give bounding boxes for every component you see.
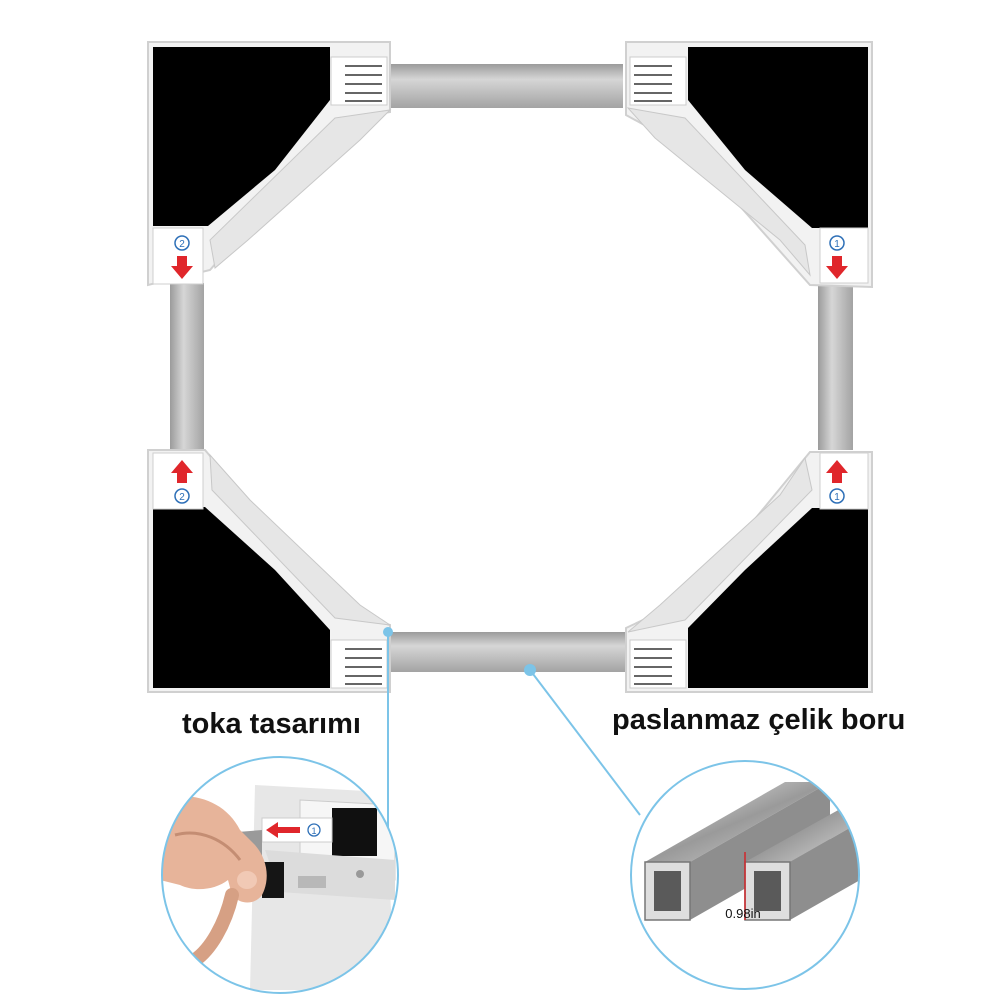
foot-pad-top-right <box>688 47 868 228</box>
pipe-dimension-label: 0.98in <box>725 906 760 921</box>
corner-number-top-left: 2 <box>179 239 185 250</box>
foot-pad-top-left <box>153 47 330 226</box>
warning-label-bottom-right <box>629 639 687 689</box>
stainless-pipe-label: paslanmaz çelik boru <box>612 704 906 736</box>
corner-top-left: 2 <box>147 41 392 287</box>
corner-bottom-right: 1 <box>625 451 873 693</box>
warning-label-top-left <box>330 56 388 106</box>
corner-number-badge <box>174 235 190 251</box>
red-arrow-up-icon <box>171 460 193 483</box>
foot-pad-bottom-right <box>688 508 868 688</box>
red-arrow-up-icon <box>826 460 848 483</box>
zoom-pipe-detail: 0.98in <box>630 760 860 990</box>
corner-number-top-right: 1 <box>834 239 840 250</box>
buckle-design-label: toka tasarımı <box>182 708 361 740</box>
callout-buckle-line <box>383 627 393 862</box>
corner-bottom-left: 2 <box>147 449 391 693</box>
corner-number-bottom-left: 2 <box>179 492 185 503</box>
corner-number-badge <box>829 488 845 504</box>
top-pipe <box>388 64 623 108</box>
foot-pad-bottom-left <box>153 507 330 688</box>
bottom-pipe <box>388 632 630 672</box>
corner-number-badge <box>174 488 190 504</box>
red-arrow-left-icon <box>266 822 300 838</box>
corner-number-badge <box>307 823 321 837</box>
zoom-buckle-detail: 1 <box>161 756 399 994</box>
warning-label-top-right <box>629 56 687 106</box>
zoom-corner-number: 1 <box>311 826 316 836</box>
corner-top-right: 1 <box>625 41 873 289</box>
right-pipe <box>818 285 853 450</box>
left-pipe <box>170 283 204 453</box>
callout-pipe-line <box>524 664 641 816</box>
warning-label-bottom-left <box>330 639 388 689</box>
corner-number-badge <box>829 235 845 251</box>
corner-number-bottom-right: 1 <box>834 492 840 503</box>
red-arrow-down-icon <box>171 256 193 279</box>
red-arrow-down-icon <box>826 256 848 279</box>
